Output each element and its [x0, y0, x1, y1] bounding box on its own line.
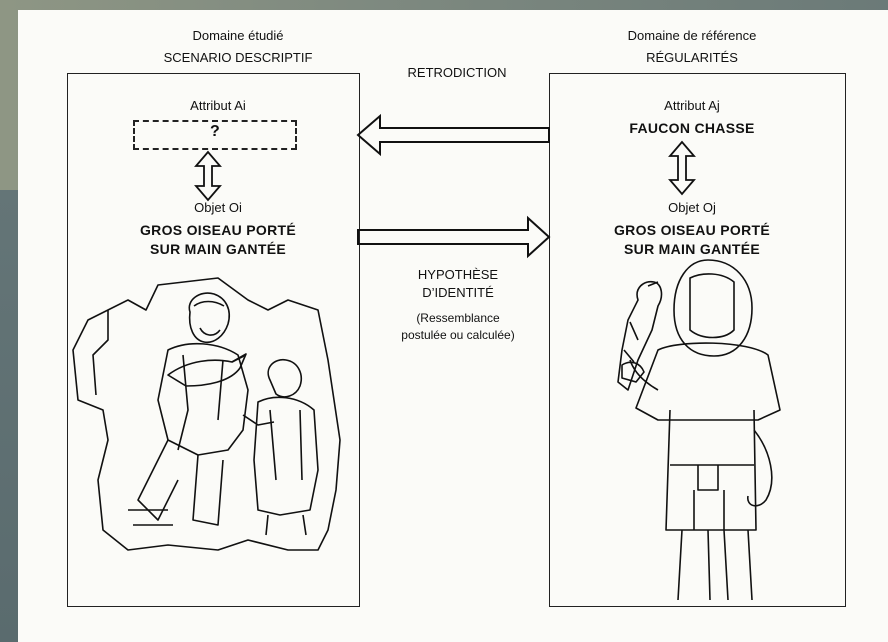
hypothesis-line2: D’IDENTITÉ — [422, 285, 494, 300]
left-panel — [67, 73, 360, 607]
left-attribute-value: ? — [209, 123, 221, 140]
slide-background-left — [0, 190, 18, 642]
note-line2: postulée ou calculée) — [401, 328, 515, 342]
diagram-sheet: Domaine étudié SCENARIO DESCRIPTIF Domai… — [18, 10, 888, 642]
right-attribute-value: FAUCON CHASSE — [629, 120, 755, 136]
retrodiction-arrow — [356, 113, 550, 157]
falconer-drawing — [617, 259, 781, 601]
retrodiction-label: RETRODICTION — [407, 65, 507, 80]
note-line1: (Ressemblance — [416, 311, 500, 325]
right-attribute-label: Attribut Aj — [664, 98, 720, 113]
left-object-desc-line1: GROS OISEAU PORTÉ — [139, 222, 296, 238]
left-object-desc-line2: SUR MAIN GANTÉE — [150, 241, 286, 257]
right-domain-title: RÉGULARITÉS — [646, 50, 738, 65]
left-double-arrow — [194, 150, 222, 202]
diagram-graphics — [72, 113, 781, 601]
left-domain-label: Domaine étudié — [192, 28, 284, 43]
left-attribute-label: Attribut Ai — [190, 98, 246, 113]
sculpture-drawing — [72, 277, 341, 551]
right-domain-label: Domaine de référence — [627, 28, 757, 43]
left-domain-title: SCENARIO DESCRIPTIF — [163, 50, 313, 65]
right-panel — [549, 73, 846, 607]
right-object-desc-line1: GROS OISEAU PORTÉ — [613, 222, 770, 238]
right-object-desc-line2: SUR MAIN GANTÉE — [624, 241, 760, 257]
identity-arrow — [357, 215, 551, 259]
left-object-label: Objet Oi — [194, 200, 242, 215]
unknown-attribute-box — [133, 120, 297, 150]
hypothesis-line1: HYPOTHÈSE — [417, 267, 499, 282]
right-double-arrow — [668, 140, 696, 196]
right-object-label: Objet Oj — [668, 200, 716, 215]
